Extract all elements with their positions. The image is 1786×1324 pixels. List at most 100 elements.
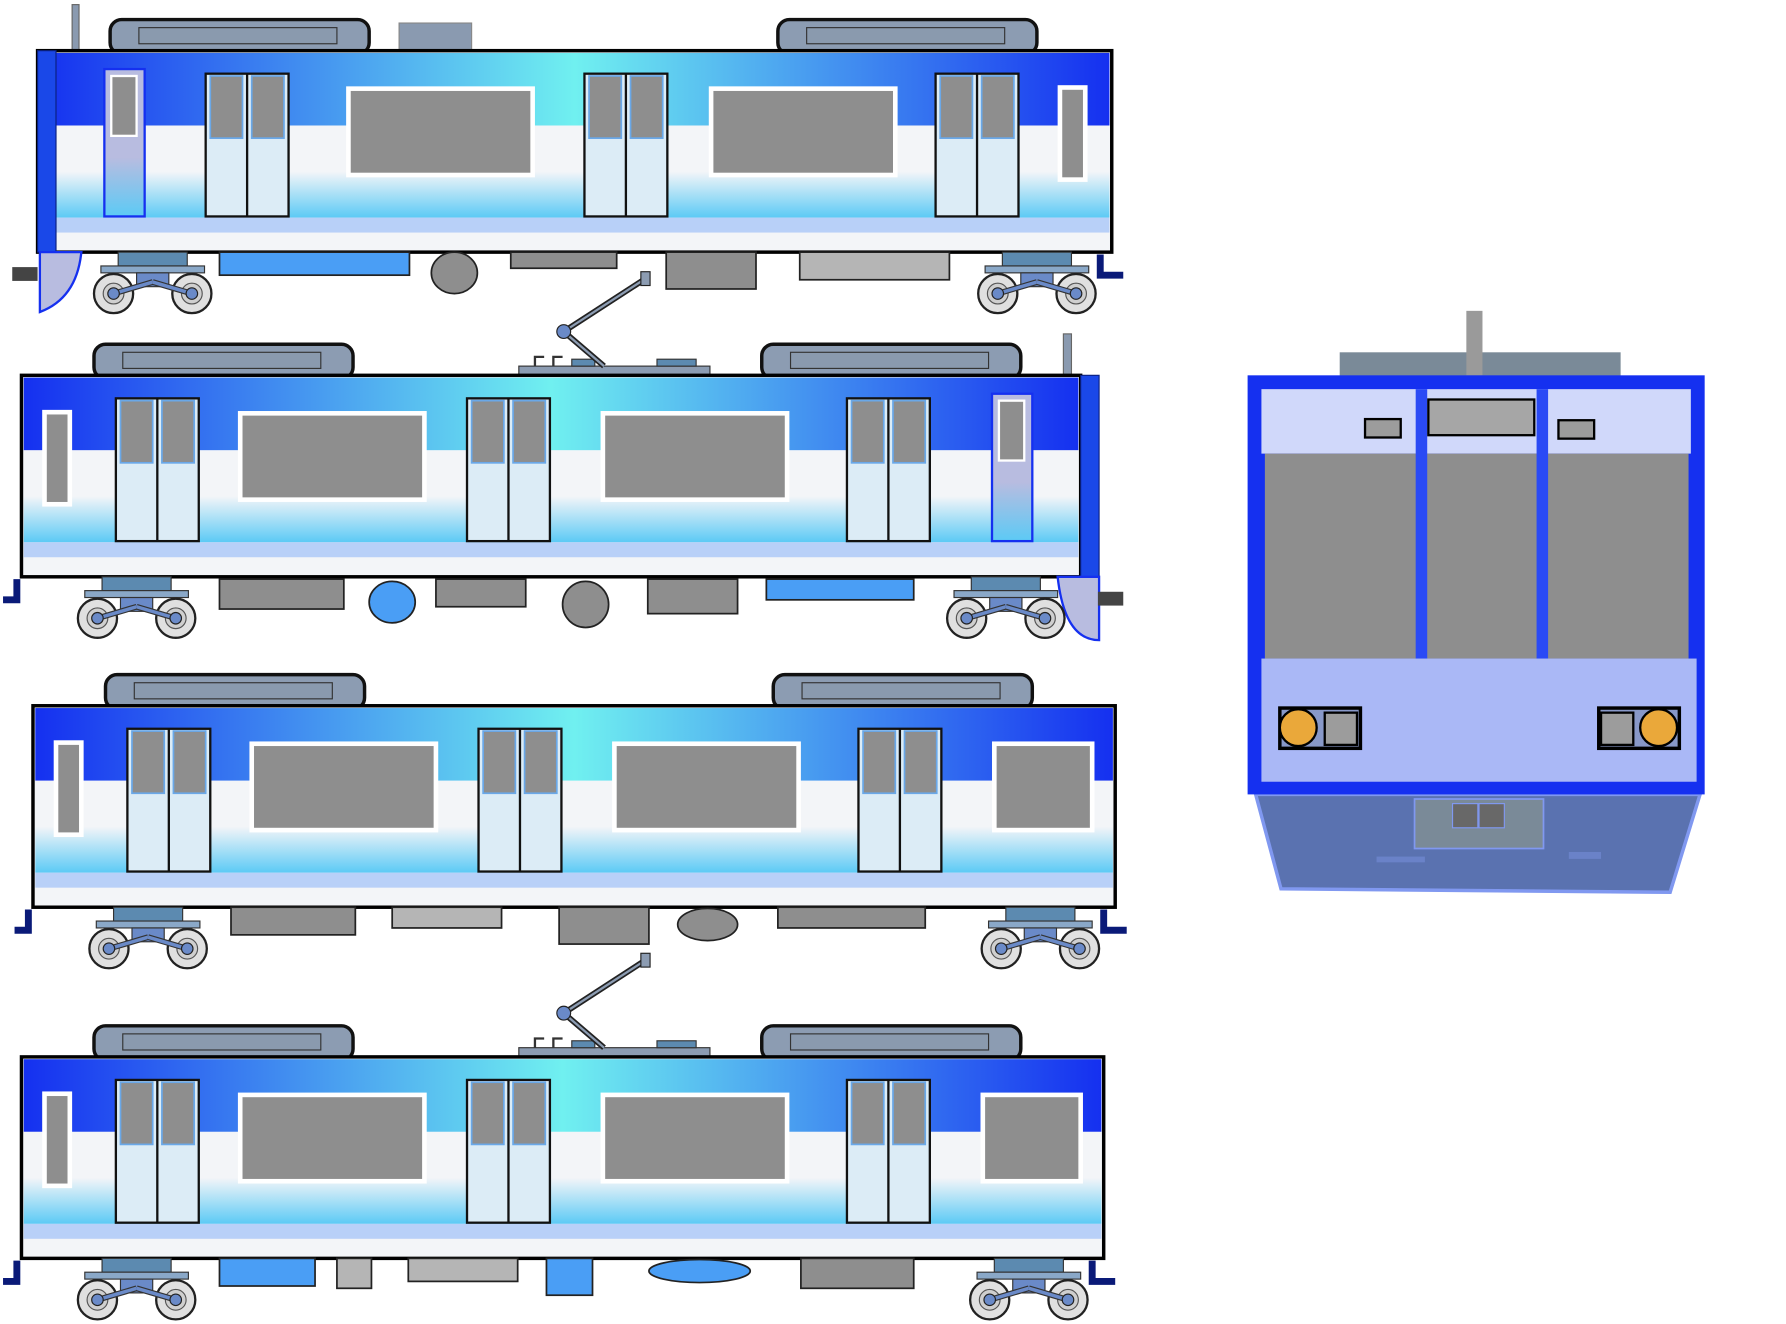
side-window — [708, 86, 898, 178]
pantograph-hooks — [533, 1037, 563, 1048]
door-window — [470, 1081, 505, 1146]
door-window — [512, 1081, 547, 1146]
coupler — [12, 267, 38, 281]
cab-end — [37, 50, 57, 253]
skirt — [38, 250, 83, 314]
insulator — [571, 1040, 596, 1049]
roof-vent — [789, 1033, 990, 1051]
side-window — [612, 741, 801, 833]
bogie-frame — [101, 1257, 172, 1273]
axle — [180, 942, 194, 956]
skirt-detail — [1568, 851, 1602, 859]
end-bracket — [14, 909, 32, 934]
axle-arm-fill — [108, 935, 149, 951]
side-window — [237, 411, 427, 502]
roof-vent — [138, 27, 338, 45]
lower-stripe — [39, 217, 1110, 233]
door-window — [588, 75, 623, 140]
pantograph-head — [640, 271, 651, 287]
tail-light — [1323, 711, 1359, 747]
end-bracket — [1096, 254, 1124, 279]
coupler-socket — [1451, 803, 1479, 829]
axle — [1061, 1293, 1075, 1307]
cab-door-window — [110, 74, 138, 138]
underfloor-equipment — [665, 251, 757, 290]
coupler-socket — [1478, 803, 1505, 829]
skirt-detail — [1376, 856, 1425, 863]
bogie-frame — [1005, 906, 1076, 922]
door-window — [131, 730, 166, 795]
insulator — [571, 358, 596, 367]
side-window — [346, 86, 535, 178]
passenger-door — [465, 397, 552, 543]
door-window — [482, 730, 517, 795]
bogie — [968, 1257, 1089, 1321]
bogie-frame — [993, 1257, 1064, 1273]
axle-arm-fill — [966, 605, 1007, 620]
underfloor-equipment — [545, 1257, 594, 1297]
window-pillar — [1536, 389, 1549, 660]
passenger-door — [126, 727, 212, 873]
door-window — [161, 399, 196, 464]
door-window — [161, 1081, 196, 1146]
air-tank — [561, 580, 610, 629]
pantograph-arm-fill — [561, 959, 647, 1049]
side-car-3 — [14, 672, 1127, 970]
side-window — [992, 741, 1095, 833]
door-window — [892, 1081, 927, 1146]
axle-arm-fill — [96, 1286, 138, 1302]
pantograph — [518, 952, 711, 1058]
door-window — [470, 399, 505, 464]
axle-arm-fill — [136, 605, 177, 620]
underfloor-equipment — [800, 1257, 915, 1290]
axle-arm-fill — [147, 935, 188, 951]
marker-light — [1363, 417, 1402, 439]
bogie-frame — [1001, 251, 1073, 267]
axle — [185, 287, 199, 300]
pantograph-hinge — [556, 324, 572, 340]
door-window — [850, 1081, 885, 1146]
passenger-door — [934, 72, 1020, 218]
underfloor-equipment — [336, 1257, 373, 1290]
side-window — [600, 1092, 790, 1184]
side-cars — [3, 4, 1127, 1321]
axle — [991, 287, 1005, 300]
air-tank — [368, 580, 417, 624]
bogie-bolster — [95, 920, 201, 929]
roof-vent — [789, 351, 990, 369]
pantograph-hinge — [556, 1005, 572, 1021]
air-tank — [430, 251, 479, 295]
bogie — [88, 906, 208, 970]
side-car-2 — [3, 271, 1124, 642]
axle — [983, 1293, 997, 1307]
passenger-door — [465, 1078, 552, 1224]
door-window — [523, 730, 558, 795]
bogie-frame — [112, 906, 184, 922]
bogie-bolster — [976, 1271, 1082, 1280]
skirt — [1056, 575, 1101, 642]
passenger-door — [857, 727, 943, 873]
side-window — [600, 411, 790, 502]
axle — [91, 611, 104, 625]
door-window — [939, 75, 974, 140]
axle — [960, 611, 974, 625]
air-tank — [676, 907, 739, 942]
axle-arm-fill — [1039, 935, 1080, 951]
axle-arm-fill — [1036, 280, 1077, 296]
end-window — [1057, 85, 1088, 182]
roof-vent — [133, 682, 333, 700]
door-window — [250, 75, 285, 140]
end-window — [42, 409, 73, 507]
bogie-bolster — [953, 590, 1059, 599]
underfloor-equipment — [509, 251, 618, 270]
underfloor-equipment — [391, 906, 503, 929]
antenna — [1062, 333, 1073, 376]
cab-end — [1080, 374, 1100, 578]
axle-arm-fill — [96, 605, 138, 620]
door-window — [172, 730, 207, 795]
side-window — [980, 1092, 1083, 1184]
lower-stripe — [23, 1223, 1102, 1239]
bogie — [92, 251, 213, 315]
bogie-frame — [970, 576, 1041, 592]
underfloor-equipment — [218, 578, 345, 610]
